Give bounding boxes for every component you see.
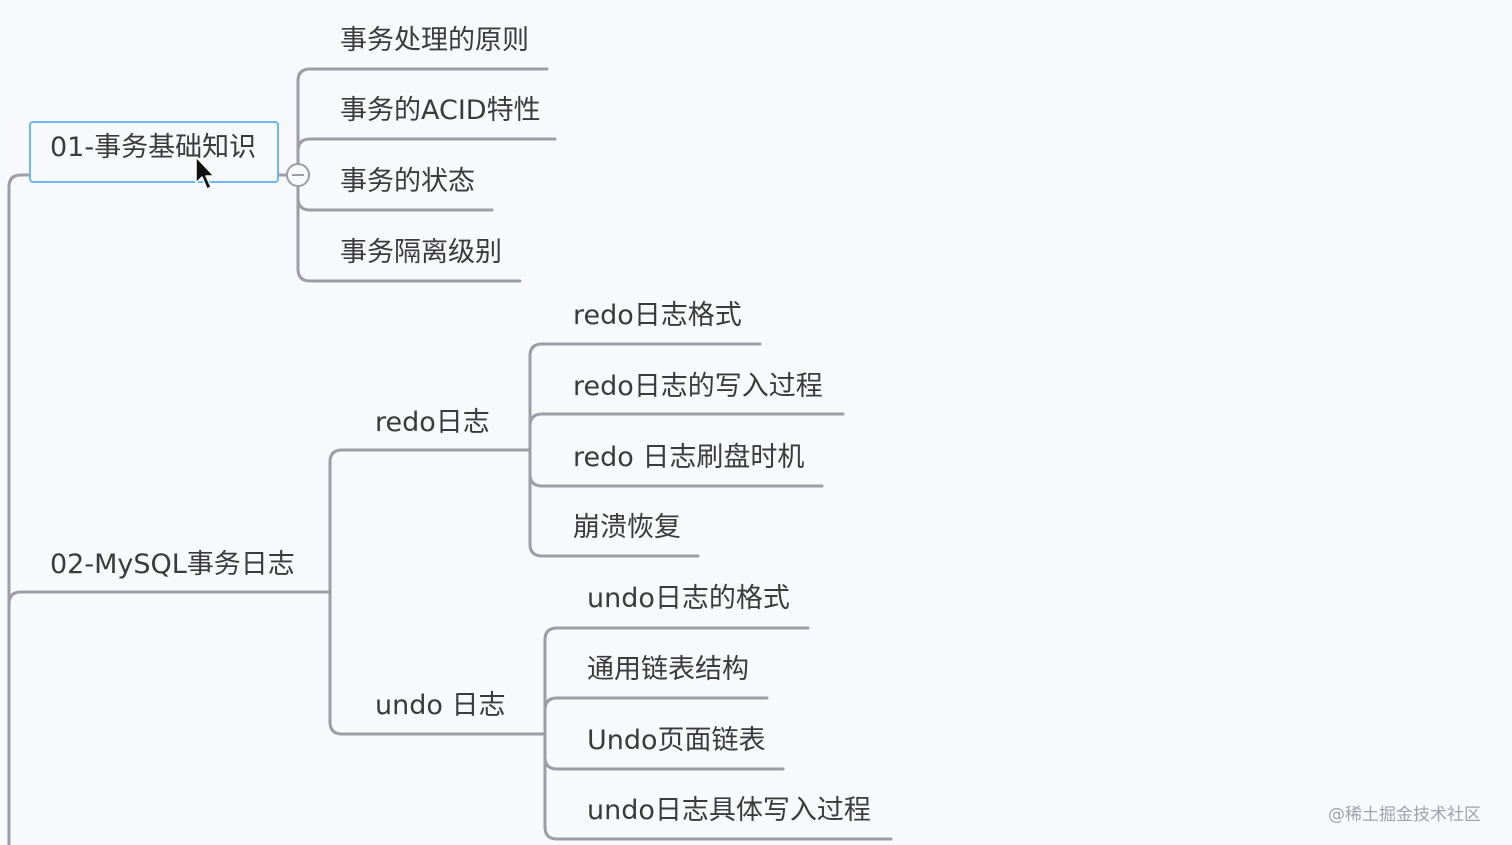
topic1-node-selected[interactable] (29, 121, 279, 183)
redo-child-1[interactable]: redo日志格式 (573, 300, 742, 331)
redo-child-2[interactable]: redo日志的写入过程 (573, 371, 823, 402)
topic1-child-line-1 (296, 67, 549, 177)
redo-child-line-4 (528, 448, 700, 558)
undo-child-1[interactable]: undo日志的格式 (587, 583, 790, 614)
redo-node-label[interactable]: redo日志 (375, 407, 490, 438)
redo-child-line-1 (528, 342, 762, 452)
topic2-to-redo (328, 448, 532, 594)
undo-node-label[interactable]: undo 日志 (375, 690, 506, 721)
root-connector (7, 173, 31, 845)
topic1-child-2[interactable]: 事务的ACID特性 (340, 95, 541, 126)
redo-child-3[interactable]: redo 日志刷盘时机 (573, 442, 805, 473)
topic1-label[interactable]: 01-事务基础知识 (50, 132, 257, 163)
undo-child-3[interactable]: Undo页面链表 (587, 725, 766, 756)
undo-child-4[interactable]: undo日志具体写入过程 (587, 795, 871, 826)
redo-child-line-2 (528, 412, 845, 452)
undo-child-2[interactable]: 通用链表结构 (587, 654, 749, 685)
topic2-label[interactable]: 02-MySQL事务日志 (50, 549, 295, 580)
topic2-to-undo (328, 590, 547, 736)
undo-child-line-2 (543, 696, 769, 736)
undo-child-line-4 (543, 732, 893, 841)
minus-circle-icon[interactable] (286, 163, 310, 187)
topic1-child-3[interactable]: 事务的状态 (340, 166, 475, 197)
watermark: @稀土掘金技术社区 (1328, 805, 1481, 825)
topic1-child-4[interactable]: 事务隔离级别 (340, 237, 502, 268)
topic1-child-1[interactable]: 事务处理的原则 (340, 25, 529, 56)
topic1-child-line-2 (296, 137, 557, 177)
redo-child-4[interactable]: 崩溃恢复 (573, 512, 681, 543)
undo-child-line-1 (543, 626, 810, 736)
root-to-topic2 (7, 590, 332, 606)
topic1-child-line-4 (296, 173, 522, 283)
mouse-cursor-icon (195, 156, 215, 190)
